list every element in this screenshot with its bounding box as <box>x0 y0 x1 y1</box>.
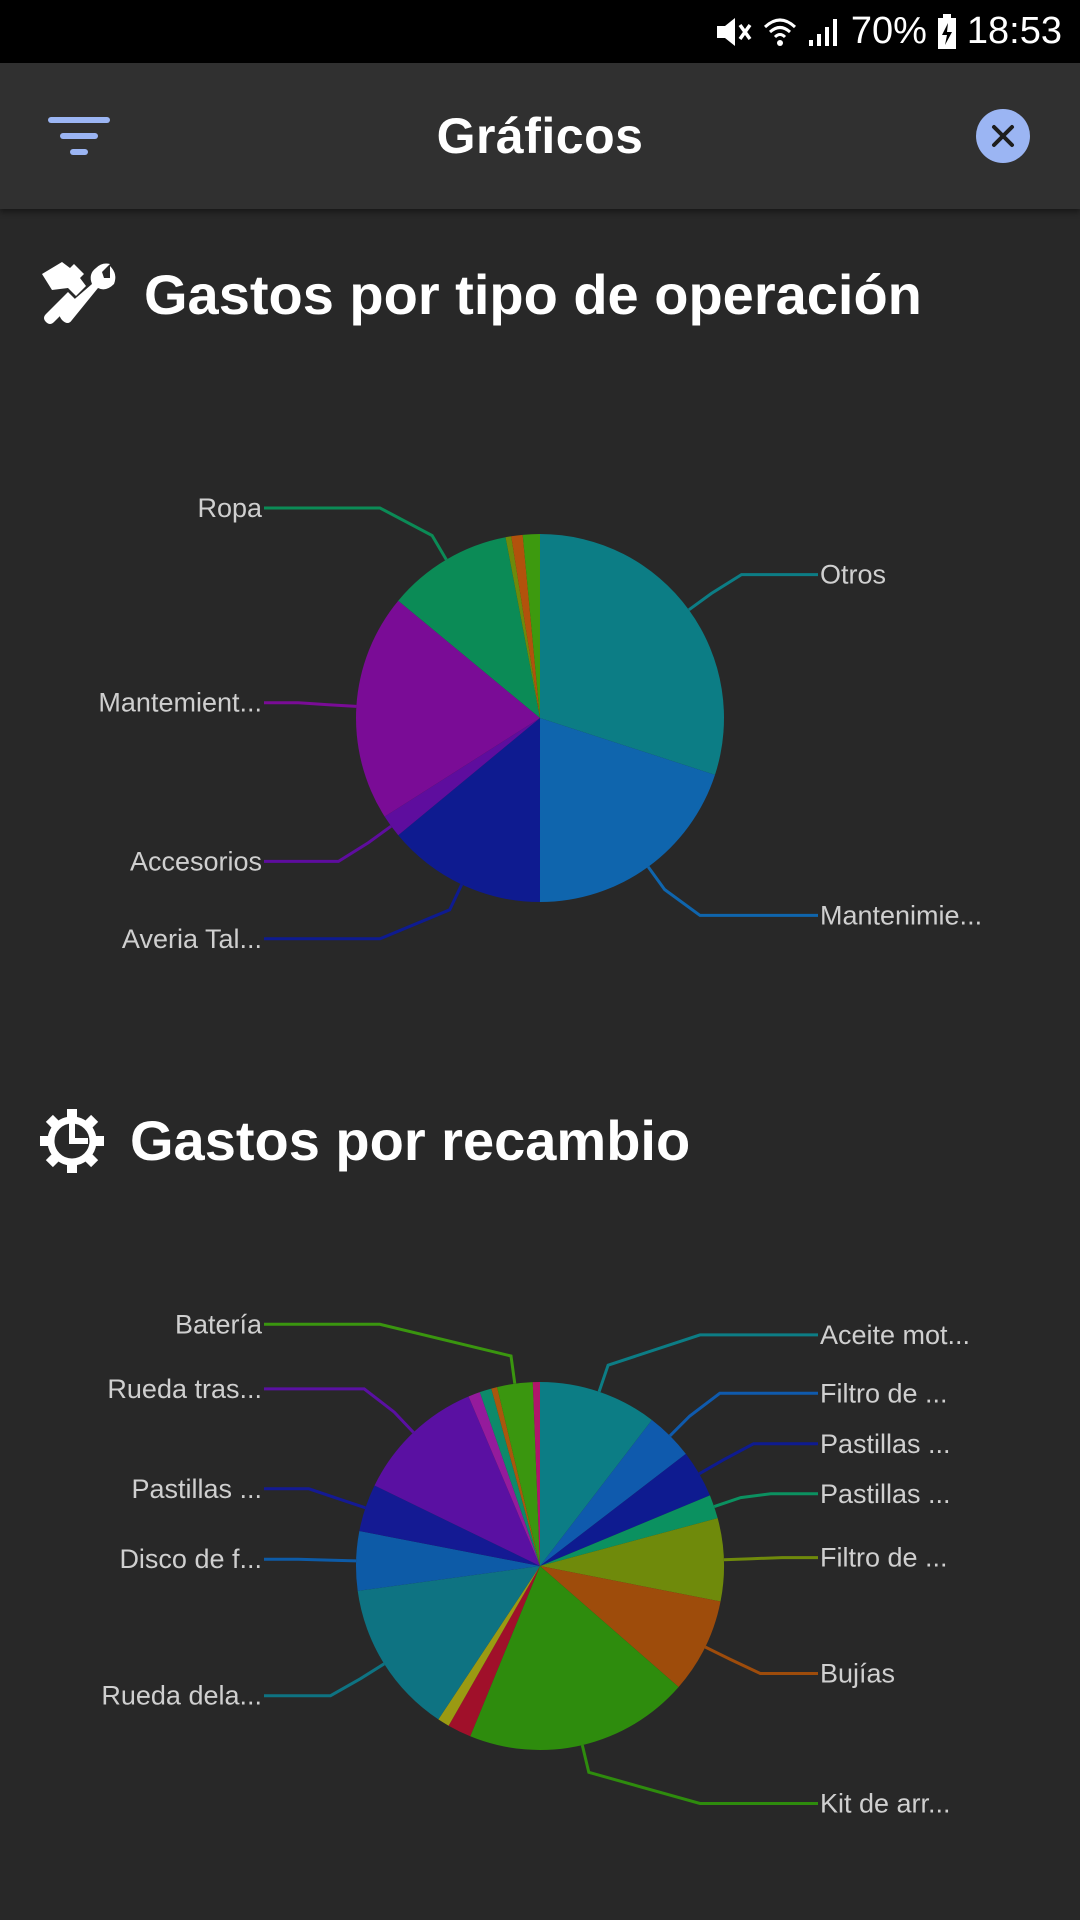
pie-slice[interactable] <box>448 1566 540 1737</box>
pie-slice[interactable] <box>491 1387 540 1566</box>
pie-slice[interactable] <box>540 1419 686 1566</box>
pie-slice[interactable] <box>479 1388 540 1566</box>
slice-label: Pastillas ... <box>131 1474 262 1504</box>
slice-label: Rueda tras... <box>107 1374 262 1404</box>
wifi-icon <box>763 15 797 49</box>
pie-slice[interactable] <box>438 1566 540 1726</box>
gear-icon <box>40 1108 104 1173</box>
leader-line <box>713 1492 818 1509</box>
slice-label: Mantenimie... <box>820 900 982 930</box>
leader-line <box>264 701 357 708</box>
leader-line <box>264 1662 385 1698</box>
pie-slice[interactable] <box>540 1453 710 1566</box>
section-title-operation: Gastos por tipo de operación <box>40 260 922 328</box>
pie-slice[interactable] <box>357 1566 540 1720</box>
close-button[interactable] <box>976 109 1030 163</box>
app-bar: Gráficos <box>0 63 1080 209</box>
leader-line <box>580 1744 818 1805</box>
slice-label: Disco de f... <box>119 1544 262 1574</box>
slice-label: Pastillas ... <box>820 1429 951 1459</box>
leader-line <box>264 883 464 941</box>
pie-slice[interactable] <box>374 1396 540 1566</box>
slice-label: Aceite mot... <box>820 1320 970 1350</box>
pie-slice[interactable] <box>540 718 715 902</box>
slice-label: Kit de arr... <box>820 1788 951 1818</box>
section-title-parts: Gastos por recambio <box>40 1108 690 1173</box>
slice-label: Averia Tal... <box>122 924 262 954</box>
slice-label: Filtro de ... <box>820 1543 948 1573</box>
leader-line <box>597 1333 818 1393</box>
clock: 18:53 <box>966 10 1062 52</box>
pie-slice[interactable] <box>355 600 540 817</box>
pie-slice[interactable] <box>384 718 540 836</box>
slice-label: Pastillas ... <box>820 1479 951 1509</box>
signal-icon <box>807 16 841 48</box>
slice-label: Otros <box>820 560 886 590</box>
leader-line <box>264 1487 366 1510</box>
filter-button[interactable] <box>48 115 110 157</box>
pie-slice[interactable] <box>540 1495 718 1566</box>
slice-label: Batería <box>175 1309 263 1339</box>
slice-label: Rueda dela... <box>101 1681 262 1711</box>
leader-line <box>264 824 392 863</box>
slice-label: Mantemient... <box>98 688 262 718</box>
leader-line <box>264 1557 357 1563</box>
close-icon <box>992 125 1014 147</box>
pie-slice[interactable] <box>532 1382 540 1566</box>
page-title: Gráficos <box>436 108 644 164</box>
battery-charging-icon <box>937 13 957 50</box>
pie-slice[interactable] <box>540 1382 652 1566</box>
leader-line <box>688 573 818 612</box>
leader-line <box>264 1322 517 1384</box>
section-title-text: Gastos por recambio <box>130 1109 691 1172</box>
slice-label: Ropa <box>197 493 263 523</box>
pie-slice[interactable] <box>468 1392 540 1566</box>
leader-line <box>698 1442 818 1476</box>
pie-slice[interactable] <box>522 534 540 718</box>
leader-line <box>264 1387 415 1434</box>
leader-line <box>646 866 818 917</box>
leader-line <box>704 1645 818 1675</box>
pie-chart-parts: Aceite mot... Filtro de ... Pastillas ... P… <box>101 1309 970 1818</box>
mute-icon <box>713 14 753 50</box>
leader-line <box>264 506 448 561</box>
pie-slice[interactable] <box>540 1518 725 1602</box>
pie-slice[interactable] <box>505 536 540 718</box>
pie-slice[interactable] <box>359 1485 540 1566</box>
filter-icon <box>48 117 110 155</box>
pie-slice[interactable] <box>355 1531 540 1591</box>
status-bar: 70% 18:53 <box>0 0 1080 63</box>
tools-icon <box>42 262 116 324</box>
section-title-text: Gastos por tipo de operación <box>144 262 922 326</box>
pie-slice[interactable] <box>398 537 540 718</box>
slice-label: Filtro de ... <box>820 1378 948 1408</box>
slice-label: Bujías <box>820 1658 895 1688</box>
pie-slice[interactable] <box>470 1566 679 1751</box>
pie-slice[interactable] <box>540 1566 721 1687</box>
pie-slice[interactable] <box>540 534 724 775</box>
pie-slice[interactable] <box>497 1382 540 1566</box>
leader-line <box>723 1556 818 1562</box>
leader-line <box>668 1391 818 1437</box>
pie-slice[interactable] <box>511 534 540 718</box>
slice-label: Accesorios <box>130 846 262 876</box>
pie-slice[interactable] <box>398 718 540 902</box>
battery-percent: 70% <box>850 10 927 52</box>
